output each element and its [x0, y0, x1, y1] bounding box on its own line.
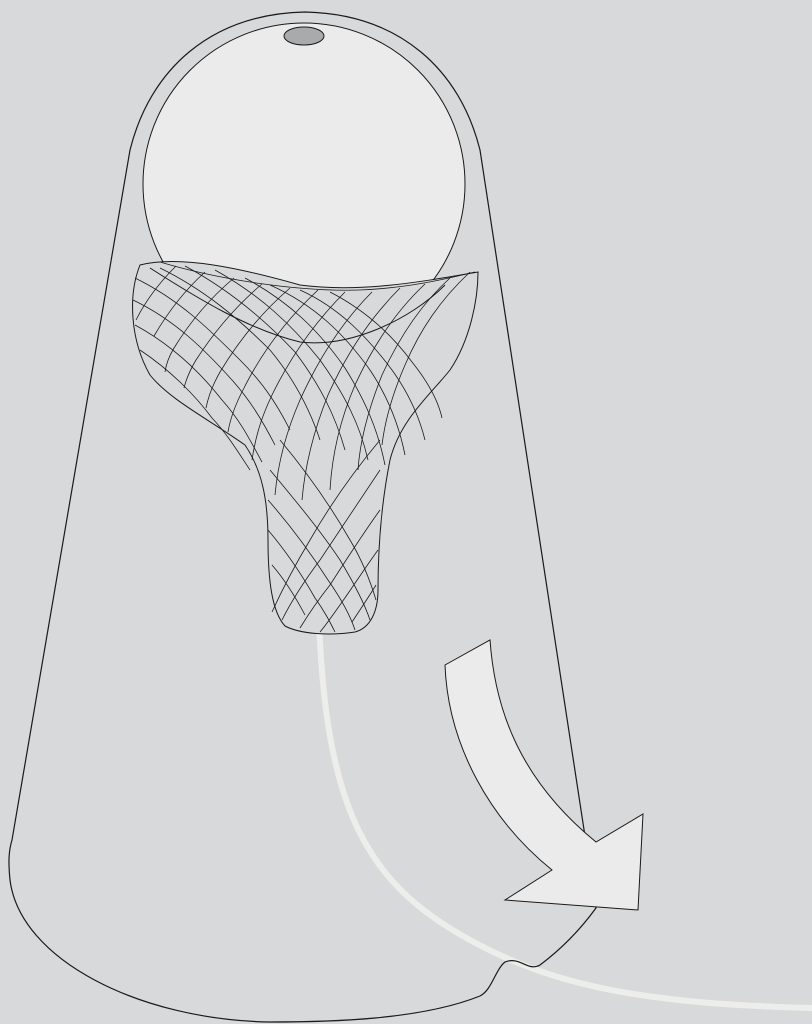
rotation-arrow: [445, 640, 643, 910]
mesh-funnel: [133, 262, 478, 634]
mesh-outline: [133, 262, 478, 634]
top-button: [284, 27, 324, 45]
